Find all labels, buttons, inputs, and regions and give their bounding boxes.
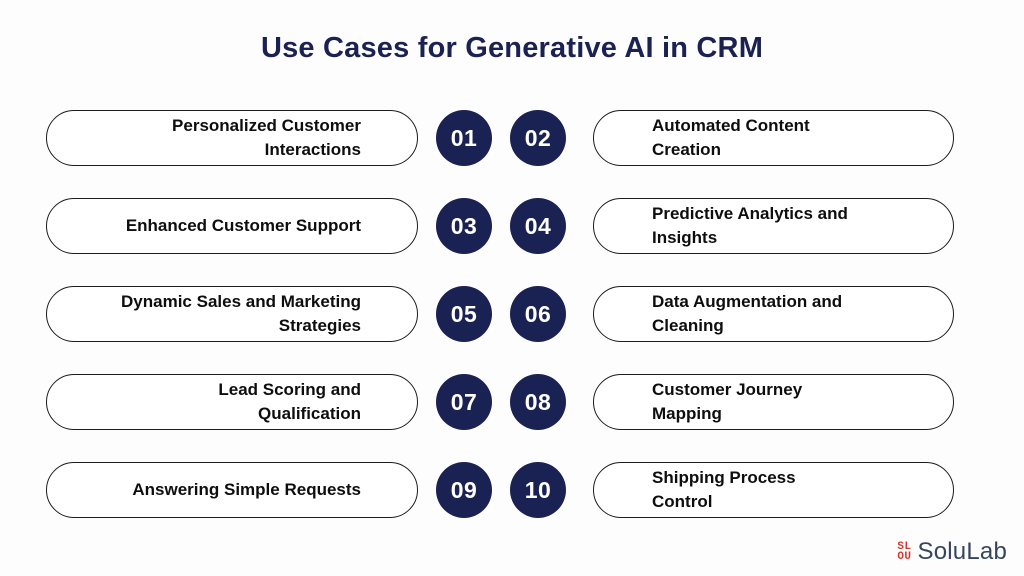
use-case-label: Predictive Analytics and Insights	[652, 204, 848, 247]
use-case-row-3: Dynamic Sales and Marketing Strategies 0…	[0, 286, 1024, 342]
use-case-label: Enhanced Customer Support	[125, 216, 361, 236]
use-case-row-1: Personalized Customer Interactions 01 02…	[0, 110, 1024, 166]
use-case-pill-shipping-process-control: Shipping Process Control	[593, 462, 954, 518]
use-case-label: Shipping Process Control	[652, 468, 796, 511]
number-badge-05: 05	[436, 286, 492, 342]
use-case-pill-lead-scoring-qualification: Lead Scoring and Qualification	[46, 374, 418, 430]
number-badge-08: 08	[510, 374, 566, 430]
use-case-label: Answering Simple Requests	[132, 480, 361, 500]
number-badge-01: 01	[436, 110, 492, 166]
use-case-pill-data-augmentation-cleaning: Data Augmentation and Cleaning	[593, 286, 954, 342]
use-case-pill-personalized-customer-interactions: Personalized Customer Interactions	[46, 110, 418, 166]
number-badge-02: 02	[510, 110, 566, 166]
page-title: Use Cases for Generative AI in CRM	[260, 32, 764, 64]
number-badge-07: 07	[436, 374, 492, 430]
solulab-logo-text: SoluLab	[917, 538, 1007, 565]
use-case-pill-customer-journey-mapping: Customer Journey Mapping	[593, 374, 954, 430]
use-case-pill-automated-content-creation: Automated Content Creation	[593, 110, 954, 166]
use-case-label: Lead Scoring and Qualification	[218, 380, 361, 423]
use-case-pill-enhanced-customer-support: Enhanced Customer Support	[46, 198, 418, 254]
use-case-label: Data Augmentation and Cleaning	[652, 292, 843, 335]
use-case-pill-dynamic-sales-marketing: Dynamic Sales and Marketing Strategies	[46, 286, 418, 342]
number-badge-10: 10	[510, 462, 566, 518]
number-badge-09: 09	[436, 462, 492, 518]
solulab-logo: SL OU SoluLab	[897, 538, 1007, 566]
number-badge-04: 04	[510, 198, 566, 254]
number-badge-06: 06	[510, 286, 566, 342]
use-case-label: Customer Journey Mapping	[652, 380, 803, 423]
solulab-logo-icon: SL OU	[897, 541, 912, 563]
use-case-label: Dynamic Sales and Marketing Strategies	[121, 292, 361, 335]
use-case-label: Automated Content Creation	[652, 116, 810, 159]
use-case-label: Personalized Customer Interactions	[172, 116, 361, 159]
use-case-row-5: Answering Simple Requests 09 10 Shipping…	[0, 462, 1024, 518]
use-case-row-4: Lead Scoring and Qualification 07 08 Cus…	[0, 374, 1024, 430]
use-case-row-2: Enhanced Customer Support 03 04 Predicti…	[0, 198, 1024, 254]
use-case-pill-answering-simple-requests: Answering Simple Requests	[46, 462, 418, 518]
use-case-pill-predictive-analytics-insights: Predictive Analytics and Insights	[593, 198, 954, 254]
number-badge-03: 03	[436, 198, 492, 254]
